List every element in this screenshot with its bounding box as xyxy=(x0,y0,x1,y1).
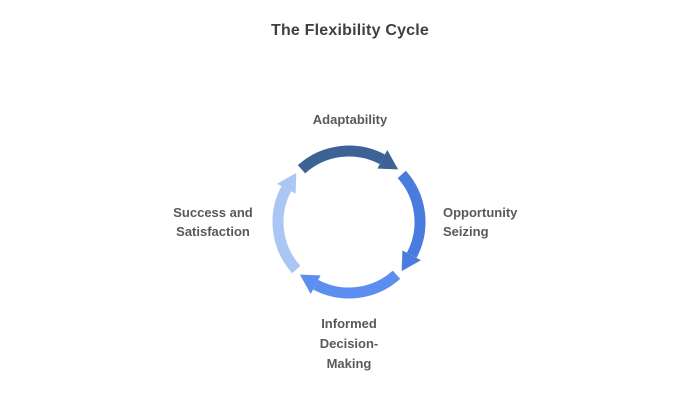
label-informed-decision-making: Informed Decision- Making xyxy=(319,316,379,371)
label-adaptability: Adaptability xyxy=(312,112,388,127)
cycle-arrowhead-bottom xyxy=(299,274,321,294)
cycle-arrow-top xyxy=(297,145,385,174)
cycle-arrow-left xyxy=(272,186,301,274)
cycle-arrowhead-left xyxy=(277,172,297,194)
cycle-arrow-right xyxy=(397,170,426,258)
cycle-arrowhead-right xyxy=(401,250,421,272)
cycle-arrowhead-top xyxy=(377,150,399,170)
page-title: The Flexibility Cycle xyxy=(270,22,430,39)
label-opportunity-seizing: Opportunity Seizing xyxy=(443,205,518,239)
label-success-and-satisfaction: Success and Satisfaction xyxy=(173,205,253,239)
cycle-arrow-bottom xyxy=(313,270,401,299)
